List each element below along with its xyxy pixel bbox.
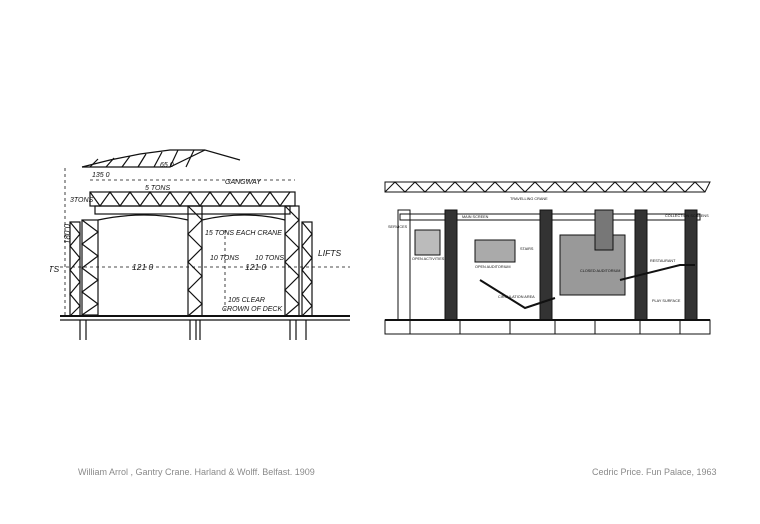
restaurant-label: RESTAURANT [650, 259, 676, 263]
gangway-label: GANGWAY [225, 179, 262, 186]
lifts-left-label: LIFTS [50, 264, 59, 274]
lifts-right-label: LIFTS [318, 248, 341, 258]
column-4 [634, 209, 648, 321]
closed-auditorium-block [559, 234, 626, 296]
fun-palace-section: TRAVELLING CRANE COLLECTION SCREENS MAIN… [384, 181, 711, 335]
column-3 [539, 209, 553, 321]
clear-label: 105 CLEAR [228, 297, 265, 304]
open-activities-label: OPEN ACTIVITIES [412, 257, 445, 261]
gantry-crane-drawing: LIFTS LIFTS GANGWAY 135 0 65 0 5 TONS 3T… [50, 149, 350, 340]
open-auditorium-label: OPEN AUDITORIUM [475, 265, 511, 269]
dim-top2-label: 65 0 [160, 162, 174, 169]
tons5-label: 5 TONS [145, 185, 170, 192]
services-label: SERVICES [388, 225, 408, 229]
span-right-label: 121 0 [245, 262, 267, 272]
right-caption: Cedric Price. Fun Palace, 1963 [592, 467, 717, 477]
dim-top-label: 135 0 [92, 172, 110, 179]
crane-jib [82, 149, 241, 168]
circulation-label: CIRCULATION AREA [498, 295, 535, 299]
height-label: 180 0 [63, 223, 72, 244]
crown-label: CROWN OF DECK [222, 306, 282, 313]
play-surface-label: PLAY SURFACE [652, 299, 681, 303]
main-girder [89, 191, 296, 207]
open-activities-block [474, 239, 516, 263]
travelling-crane-label: TRAVELLING CRANE [510, 197, 548, 201]
main-screen-label: MAIN SCREEN [462, 215, 489, 219]
tons10a-label: 10 TONS [210, 255, 239, 262]
tons10b-label: 10 TONS [255, 255, 284, 262]
span-left-label: 121 0 [132, 262, 154, 272]
closed-auditorium-label: CLOSED AUDITORIUM [580, 269, 620, 273]
collection-screens-label: COLLECTION SCREENS [665, 214, 709, 218]
tons3-label: 3TONS [70, 197, 94, 204]
tons15-label: 15 TONS EACH CRANE [205, 230, 282, 237]
left-caption: William Arrol , Gantry Crane. Harland & … [78, 467, 315, 477]
column-2 [444, 209, 458, 321]
stairs-label: STAIRS [520, 247, 534, 251]
